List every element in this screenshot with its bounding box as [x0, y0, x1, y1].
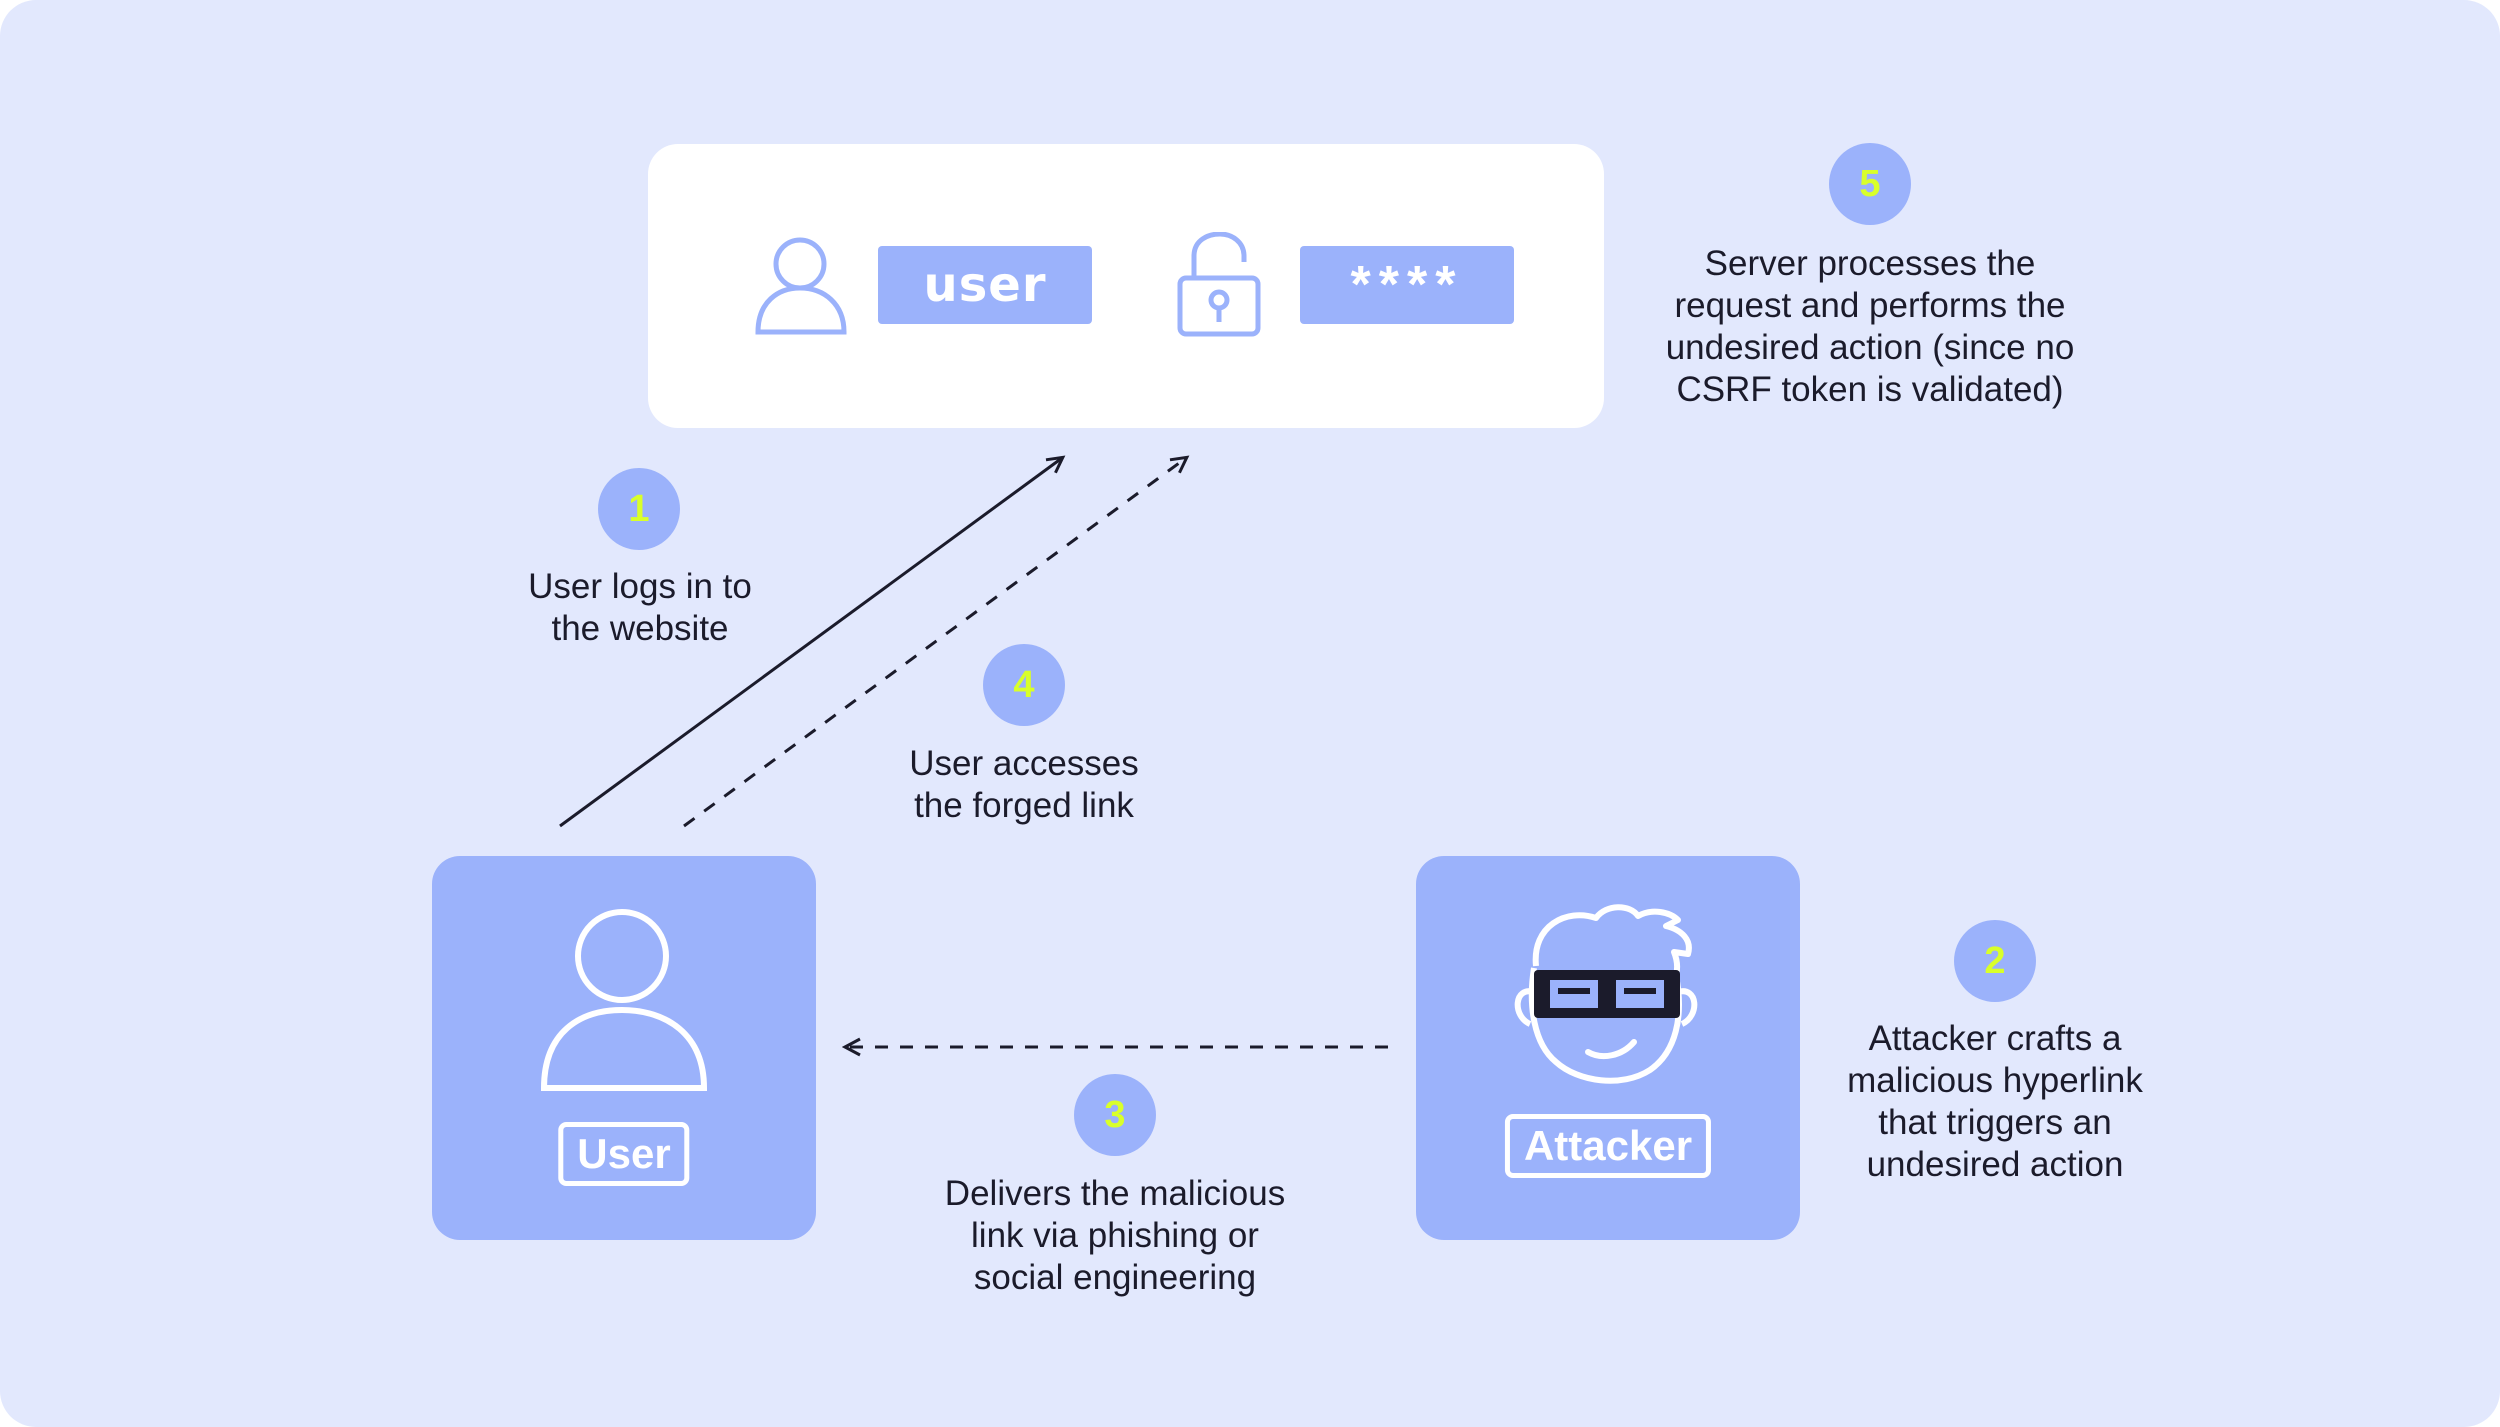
password-field[interactable]: ****	[1300, 246, 1514, 324]
step-4-text: User accesses the forged link	[909, 744, 1139, 825]
forged-request-arrow	[683, 458, 1186, 828]
unlocked-padlock-icon	[1177, 232, 1261, 337]
step-3-text: Delivers the malicious link via phishing…	[944, 1174, 1286, 1297]
step-2-text: Attacker crafts a malicious hyperlink th…	[1847, 1019, 2143, 1184]
step-2-badge: 2	[1954, 920, 2036, 1002]
step-5-text: Server processes the request and perform…	[1665, 244, 2075, 409]
step-5-badge: 5	[1829, 143, 1911, 225]
attacker-label: Attacker	[1504, 1114, 1712, 1178]
login-arrow	[559, 458, 1062, 828]
step-1-badge: 1	[598, 468, 680, 550]
user-actor-box: User	[432, 856, 816, 1240]
step-3-badge: 3	[1074, 1074, 1156, 1156]
user-outline-icon	[755, 237, 847, 335]
step-1-text: User logs in to the website	[528, 567, 752, 648]
username-field[interactable]: user	[878, 246, 1092, 324]
user-label: User	[558, 1122, 690, 1186]
attacker-actor-box: Attacker	[1416, 856, 1800, 1240]
step-4-badge: 4	[983, 644, 1065, 726]
hacker-with-pixel-glasses-icon	[1514, 904, 1698, 1084]
login-form-card: user ****	[648, 144, 1604, 428]
user-person-icon	[540, 909, 708, 1091]
